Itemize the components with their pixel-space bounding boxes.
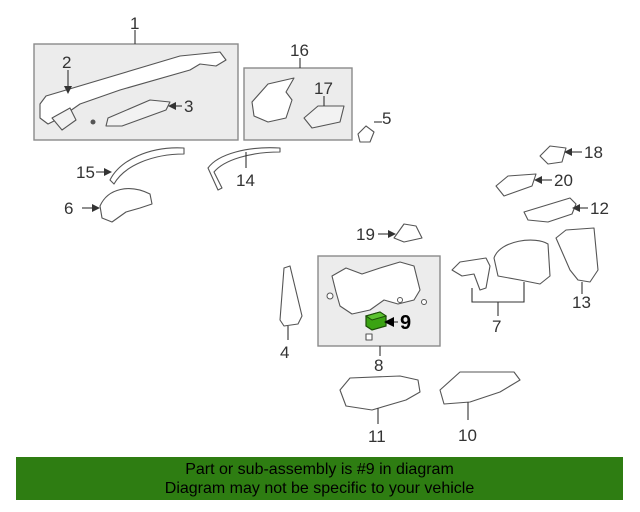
callout-19: 19 xyxy=(356,225,375,244)
callout-8: 8 xyxy=(374,356,383,375)
part-17 xyxy=(303,105,345,129)
callout-9: 9 xyxy=(400,312,411,334)
vent-18 xyxy=(539,145,567,165)
vent-19 xyxy=(393,223,423,243)
bezel-7b xyxy=(493,239,551,285)
duct-11 xyxy=(339,375,421,411)
molding-14 xyxy=(207,147,281,191)
notice-banner: Part or sub-assembly is #9 in diagram Di… xyxy=(16,457,623,500)
trim-12 xyxy=(523,197,577,223)
duct-10 xyxy=(439,371,521,405)
callout-14: 14 xyxy=(236,171,255,190)
banner-line-1: Part or sub-assembly is #9 in diagram xyxy=(185,461,454,478)
banner-line-2: Diagram may not be specific to your vehi… xyxy=(164,480,475,497)
side-cover-16 xyxy=(251,77,295,123)
callout-6: 6 xyxy=(64,199,73,218)
parts-diagram: 1 2 3 16 17 5 18 20 12 15 14 6 xyxy=(33,14,609,446)
callout-4: 4 xyxy=(280,343,289,362)
callout-17: 17 xyxy=(314,79,333,98)
instrument-panel-pad xyxy=(39,51,227,125)
callout-15: 15 xyxy=(76,163,95,182)
bracket-7a xyxy=(451,257,491,291)
vent-20 xyxy=(495,173,537,197)
callout-12: 12 xyxy=(590,199,609,218)
callout-16: 16 xyxy=(290,41,309,60)
callout-3: 3 xyxy=(184,97,193,116)
callout-2: 2 xyxy=(62,53,71,72)
callout-13: 13 xyxy=(572,293,591,312)
callout-7: 7 xyxy=(492,317,501,336)
clip-5 xyxy=(357,125,375,143)
defroster-grille xyxy=(105,99,171,127)
trim-13 xyxy=(555,227,599,283)
callout-5: 5 xyxy=(382,109,391,128)
callout-1: 1 xyxy=(130,14,139,33)
callout-18: 18 xyxy=(584,143,603,162)
callout-11: 11 xyxy=(368,427,386,446)
cover-6 xyxy=(99,188,153,223)
panel-4 xyxy=(279,265,303,327)
molding-15 xyxy=(109,147,185,185)
callout-20: 20 xyxy=(554,171,573,190)
callout-10: 10 xyxy=(458,426,477,445)
